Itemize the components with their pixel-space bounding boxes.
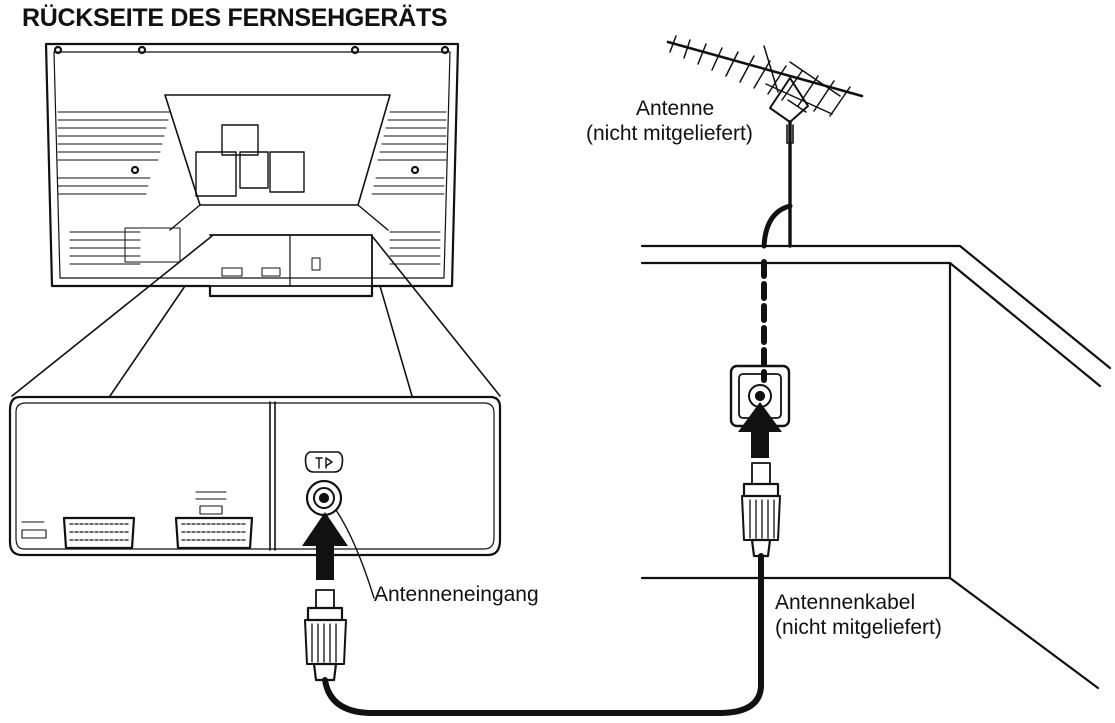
scart-connector-1: [62, 516, 136, 550]
antenna-cable-upper: [761, 203, 793, 249]
terminal-panel-detail: [8, 395, 502, 557]
antenna-cable-label: Antennenkabel: [775, 591, 916, 614]
diagram-title: RÜCKSEITE DES FERNSEHGERÄTS: [22, 4, 448, 32]
wall-socket: [729, 364, 791, 428]
arrow-up-tv-icon: [302, 512, 348, 580]
arrow-up-wall-icon: [738, 402, 782, 458]
vent-grille-right: [371, 111, 447, 195]
plug-wall-side: [741, 462, 781, 558]
room-wall: [640, 244, 1112, 690]
scart-connector-2: [174, 516, 254, 550]
vent-grille-left: [57, 111, 171, 195]
plug-tv-side: [304, 589, 347, 682]
antenna-note: (nicht mitgeliefert): [586, 122, 753, 145]
antenna-cable-note: (nicht mitgeliefert): [775, 616, 942, 639]
antenna-label: Antenne: [636, 97, 715, 120]
tv-rear-panel: [44, 42, 460, 298]
antenna-icon: [666, 35, 864, 248]
antenna-socket: [304, 451, 344, 517]
antenna-cable: [322, 553, 764, 716]
input-leader-line: [335, 509, 375, 599]
zoom-lines: [11, 235, 501, 397]
antenna-input-label: Antenneneingang: [374, 583, 539, 606]
